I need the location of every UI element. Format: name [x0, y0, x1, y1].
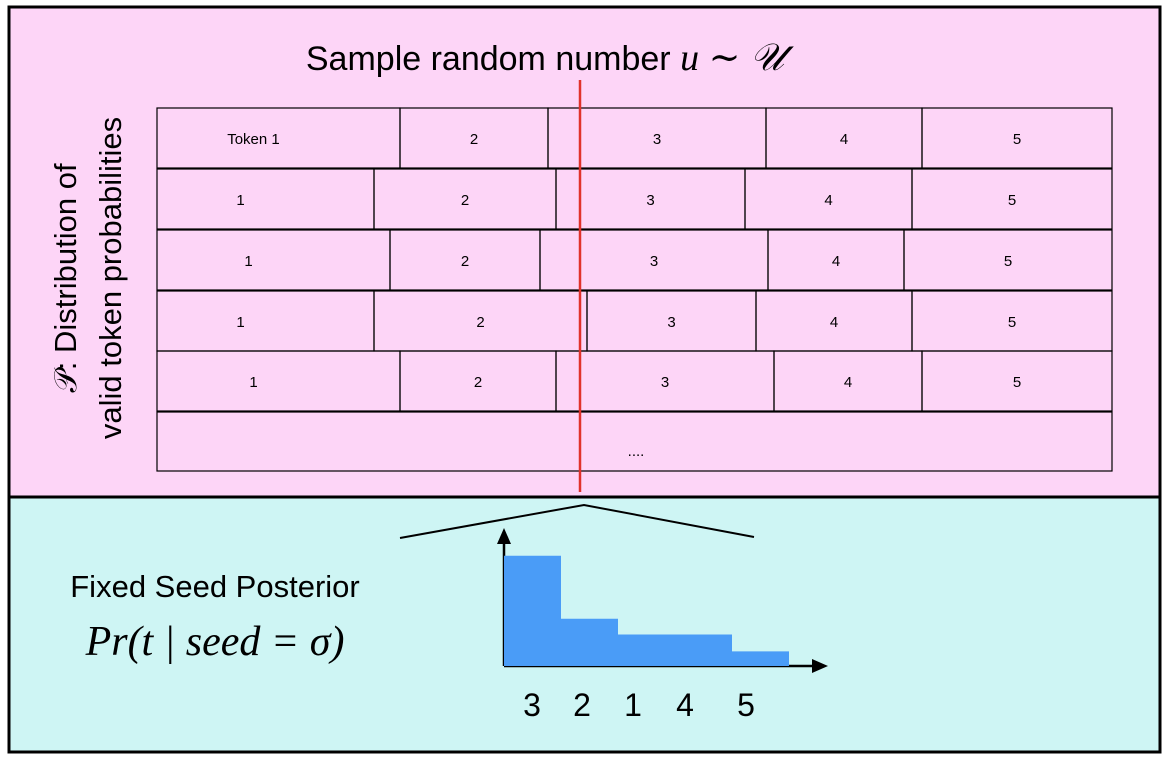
token-label: 5: [1013, 131, 1021, 148]
posterior-formula: Pr(t | seed = σ): [85, 619, 345, 665]
token-label: 3: [650, 253, 658, 270]
token-label: 4: [844, 374, 852, 391]
token-label: 5: [1008, 192, 1016, 209]
token-label: 2: [474, 374, 482, 391]
posterior-label: Fixed Seed Posterior: [70, 569, 359, 604]
token-label: 2: [476, 314, 484, 331]
token-cell: [911, 168, 1113, 230]
token-label: 2: [470, 131, 478, 148]
bar-5: [732, 651, 789, 666]
side-label-line2: valid token probabilities: [93, 117, 128, 439]
bar-2: [561, 618, 618, 666]
token-cell: [903, 229, 1113, 291]
title-math: u ∼ 𝒰: [680, 37, 794, 79]
token-label: 4: [840, 131, 848, 148]
zoom-wedge: [399, 503, 755, 539]
token-label: 2: [461, 253, 469, 270]
token-label: 5: [1013, 374, 1021, 391]
tick-label-5: 5: [737, 687, 755, 723]
token-label: 1: [236, 192, 244, 209]
top-panel: [7, 5, 1162, 499]
token-label: 4: [824, 192, 832, 209]
token-label: 2: [461, 192, 469, 209]
bar-4: [675, 634, 732, 666]
title-prefix: Sample random number: [306, 40, 680, 78]
tick-label-3: 3: [523, 687, 541, 723]
token-label: 1: [244, 253, 252, 270]
token-cell: [921, 350, 1113, 412]
bar-1: [618, 634, 675, 666]
token-label: 3: [646, 192, 654, 209]
token-cell: [921, 107, 1113, 169]
token-label: 3: [661, 374, 669, 391]
x-axis-arrow: [812, 659, 828, 673]
token-label: 1: [236, 314, 244, 331]
token-label: 4: [832, 253, 840, 270]
token-label: 3: [667, 314, 675, 331]
bar-3: [504, 555, 561, 666]
ellipsis-row: [156, 411, 1113, 472]
token-label: 5: [1004, 253, 1012, 270]
token-grid: Token 1 2 3 4 5 1 2 3 4 5 1 2 3 4 5 1 2 3 4 5 1 2 3 4 5: [156, 107, 1113, 412]
side-label: 𝒫: Distribution of valid token probabili…: [48, 117, 128, 439]
tick-label-2: 2: [573, 687, 591, 723]
token-label: 3: [653, 131, 661, 148]
ellipsis-text: ....: [628, 443, 645, 460]
side-label-line1: 𝒫: Distribution of: [48, 163, 83, 392]
token-label: 5: [1008, 314, 1016, 331]
panel-title: Sample random number u ∼ 𝒰: [306, 37, 794, 79]
token-label: 4: [830, 314, 838, 331]
tick-label-4: 4: [676, 687, 694, 723]
tick-label-1: 1: [624, 687, 642, 723]
token-label: Token 1: [227, 131, 280, 148]
token-label: 1: [249, 374, 257, 391]
y-axis-arrow: [497, 528, 511, 544]
